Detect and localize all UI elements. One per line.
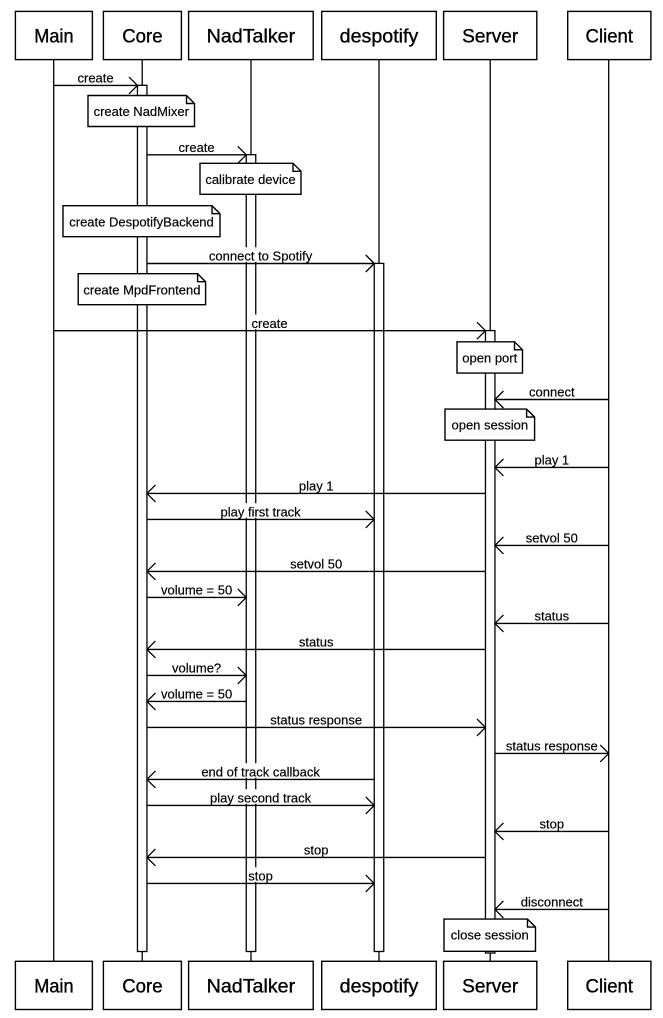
svg-text:end of track callback: end of track callback [201, 765, 320, 780]
svg-text:despotify: despotify [340, 977, 419, 998]
svg-text:stop: stop [304, 843, 329, 858]
svg-text:NadTalker: NadTalker [207, 977, 296, 998]
svg-text:Server: Server [462, 27, 519, 48]
svg-text:play second track: play second track [210, 791, 312, 806]
svg-text:stop: stop [248, 869, 273, 884]
svg-text:Client: Client [586, 27, 634, 48]
svg-text:create: create [78, 71, 114, 86]
svg-text:status: status [299, 635, 334, 650]
svg-text:connect: connect [529, 385, 575, 400]
svg-text:Main: Main [34, 977, 73, 998]
svg-text:calibrate device: calibrate device [205, 172, 295, 187]
svg-text:create DespotifyBackend: create DespotifyBackend [69, 214, 214, 229]
svg-text:close session: close session [451, 928, 529, 943]
svg-text:volume = 50: volume = 50 [161, 583, 232, 598]
svg-text:status response: status response [506, 739, 598, 754]
svg-text:create: create [252, 316, 288, 331]
svg-text:setvol 50: setvol 50 [526, 531, 578, 546]
svg-text:setvol 50: setvol 50 [290, 557, 342, 572]
svg-text:Client: Client [586, 977, 634, 998]
svg-text:disconnect: disconnect [521, 895, 584, 910]
svg-text:volume?: volume? [172, 661, 221, 676]
svg-text:play 1: play 1 [534, 453, 569, 468]
svg-text:open session: open session [451, 418, 528, 433]
svg-text:status: status [534, 609, 569, 624]
svg-text:status response: status response [270, 713, 362, 728]
svg-text:play 1: play 1 [299, 479, 334, 494]
svg-text:connect to Spotify: connect to Spotify [209, 249, 313, 264]
svg-text:play first track: play first track [221, 505, 302, 520]
svg-text:create: create [179, 140, 215, 155]
svg-text:volume = 50: volume = 50 [161, 687, 232, 702]
svg-text:Main: Main [34, 27, 73, 48]
svg-text:create NadMixer: create NadMixer [94, 104, 190, 119]
svg-text:open port: open port [462, 350, 517, 365]
svg-text:despotify: despotify [340, 27, 419, 48]
svg-text:Server: Server [462, 977, 519, 998]
svg-text:NadTalker: NadTalker [207, 27, 296, 48]
svg-text:Core: Core [122, 27, 162, 48]
svg-text:stop: stop [540, 817, 565, 832]
svg-text:Core: Core [122, 977, 162, 998]
svg-text:create MpdFrontend: create MpdFrontend [83, 282, 200, 297]
